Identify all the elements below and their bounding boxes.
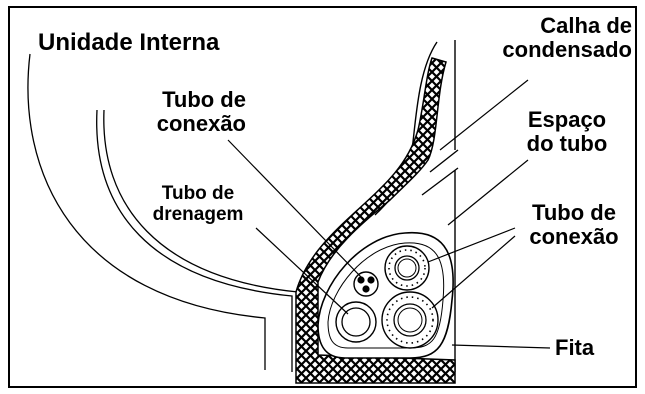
label-connection-pipe-right-line1: Tubo de [532, 200, 616, 225]
label-drain-pipe-line2: drenagem [152, 203, 244, 225]
label-drain-pipe: Tubo de drenagem [138, 183, 258, 226]
leader-lines [227, 79, 551, 349]
label-tape: Fita [555, 335, 595, 360]
label-indoor-unit: Unidade Interna [38, 29, 220, 56]
label-gutter-line1: Calha de [540, 13, 632, 38]
insulation-wrap [295, 57, 456, 384]
label-pipe-space-line2: do tubo [526, 131, 608, 157]
connection-pipe-upper [384, 245, 430, 291]
indoor-unit-outline [27, 53, 299, 372]
label-connection-pipe-left-line2: conexão [156, 111, 246, 137]
connection-pipe-lower [381, 291, 439, 349]
tape-bundle-inner [327, 242, 445, 349]
label-pipe-space: Espaço do tubo [512, 107, 622, 157]
label-connection-pipe-left: Tubo de conexão [96, 87, 246, 137]
label-gutter-line2: condensado [502, 37, 632, 63]
label-pipe-space-line1: Espaço [527, 107, 607, 132]
label-connection-pipe-left-line1: Tubo de [162, 87, 246, 112]
label-connection-pipe-right-line2: conexão [529, 224, 619, 250]
cable-bundle [353, 271, 379, 297]
diagram-frame [8, 6, 637, 388]
label-drain-pipe-line1: Tubo de [161, 183, 235, 204]
label-connection-pipe-right: Tubo de conexão [515, 200, 633, 250]
label-gutter: Calha de condensado [500, 13, 632, 63]
